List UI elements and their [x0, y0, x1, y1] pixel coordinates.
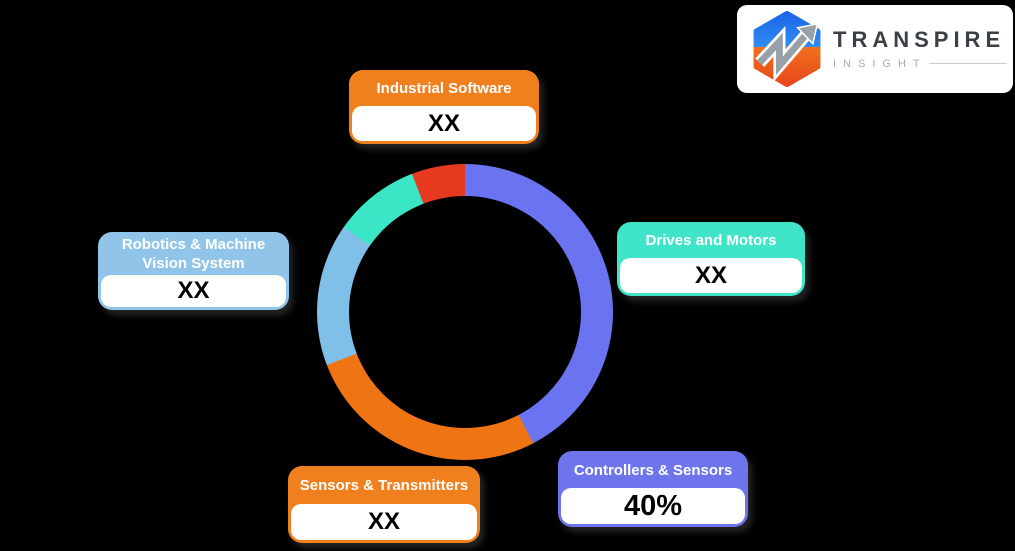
callout-label: Drives and Motors [645, 232, 777, 250]
brand-tagline: INSIGHT [833, 57, 927, 70]
callout-label: Robotics & Machine Vision System [121, 236, 266, 272]
callout-value: XX [620, 258, 802, 293]
callout-value: XX [101, 275, 286, 307]
callout-drives-and-motors: Drives and Motors XX [617, 222, 805, 296]
callout-value: 40% [561, 488, 745, 524]
donut-chart [317, 164, 613, 460]
brand-name: TRANSPIRE [833, 27, 1006, 53]
tagline-row: INSIGHT [833, 58, 1007, 70]
callout-label: Controllers & Sensors [573, 461, 733, 479]
callout-controllers-sensors: Controllers & Sensors 40% [558, 451, 748, 527]
callout-label: Industrial Software [376, 80, 512, 98]
callout-label: Sensors & Transmitters [299, 477, 469, 495]
transpire-logo-icon [753, 11, 821, 87]
tagline-rule [928, 63, 1007, 65]
donut-hole [349, 196, 581, 428]
logo-card: TRANSPIRE INSIGHT [737, 5, 1013, 93]
callout-industrial-software: Industrial Software XX [349, 70, 539, 144]
callout-robotics-machine-vision: Robotics & Machine Vision System XX [98, 232, 289, 310]
callout-sensors-transmitters: Sensors & Transmitters XX [288, 466, 480, 543]
callout-value: XX [352, 106, 536, 141]
callout-value: XX [291, 504, 477, 540]
logo-text: TRANSPIRE INSIGHT [833, 27, 1007, 70]
